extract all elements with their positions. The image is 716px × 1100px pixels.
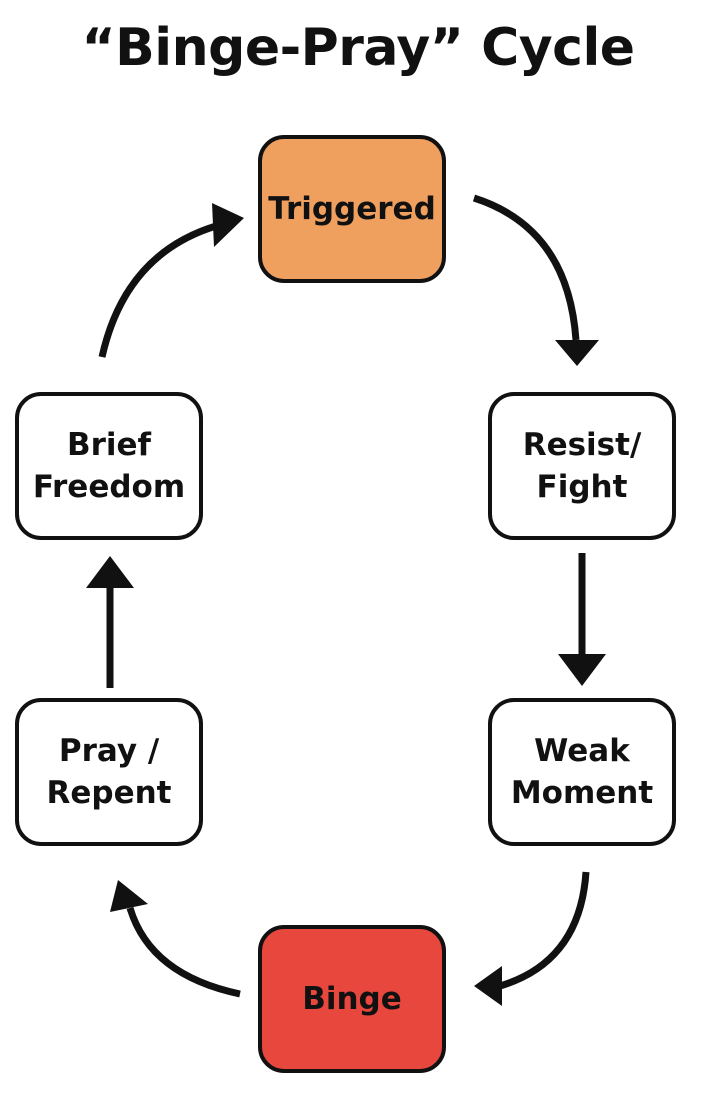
node-pray-repent: Pray / Repent: [15, 698, 203, 846]
node-triggered-label: Triggered: [268, 188, 436, 230]
node-brief-freedom-line1: Brief: [66, 427, 152, 463]
arrow-brief-to-triggered: [98, 203, 244, 358]
node-weak-moment-line1: Weak: [534, 733, 630, 769]
arrow-pray-to-brief: [86, 556, 134, 688]
node-resist-fight-label: Resist/ Fight: [523, 424, 642, 508]
arrow-resist-to-weak: [558, 553, 606, 686]
node-pray-repent-line2: Repent: [46, 775, 172, 811]
arrow-binge-to-pray: [110, 880, 241, 998]
node-resist-fight-line1: Resist/: [522, 427, 642, 463]
arrow-weak-to-binge: [474, 871, 590, 1006]
node-triggered-line1: Triggered: [268, 191, 436, 227]
node-binge-line1: Binge: [302, 981, 402, 1017]
node-weak-moment: Weak Moment: [488, 698, 676, 846]
node-brief-freedom-line2: Freedom: [32, 469, 186, 505]
diagram-title: “Binge-Pray” Cycle: [81, 18, 635, 78]
node-brief-freedom: Brief Freedom: [15, 392, 203, 540]
node-binge: Binge: [258, 925, 446, 1073]
node-brief-freedom-label: Brief Freedom: [33, 424, 185, 508]
node-weak-moment-label: Weak Moment: [511, 730, 653, 814]
node-pray-repent-label: Pray / Repent: [47, 730, 172, 814]
node-triggered: Triggered: [258, 135, 446, 283]
node-binge-label: Binge: [302, 978, 402, 1020]
node-weak-moment-line2: Moment: [510, 775, 654, 811]
arrow-triggered-to-resist: [472, 194, 599, 366]
node-resist-fight-line2: Fight: [536, 469, 628, 505]
node-pray-repent-line1: Pray /: [58, 733, 160, 769]
node-resist-fight: Resist/ Fight: [488, 392, 676, 540]
